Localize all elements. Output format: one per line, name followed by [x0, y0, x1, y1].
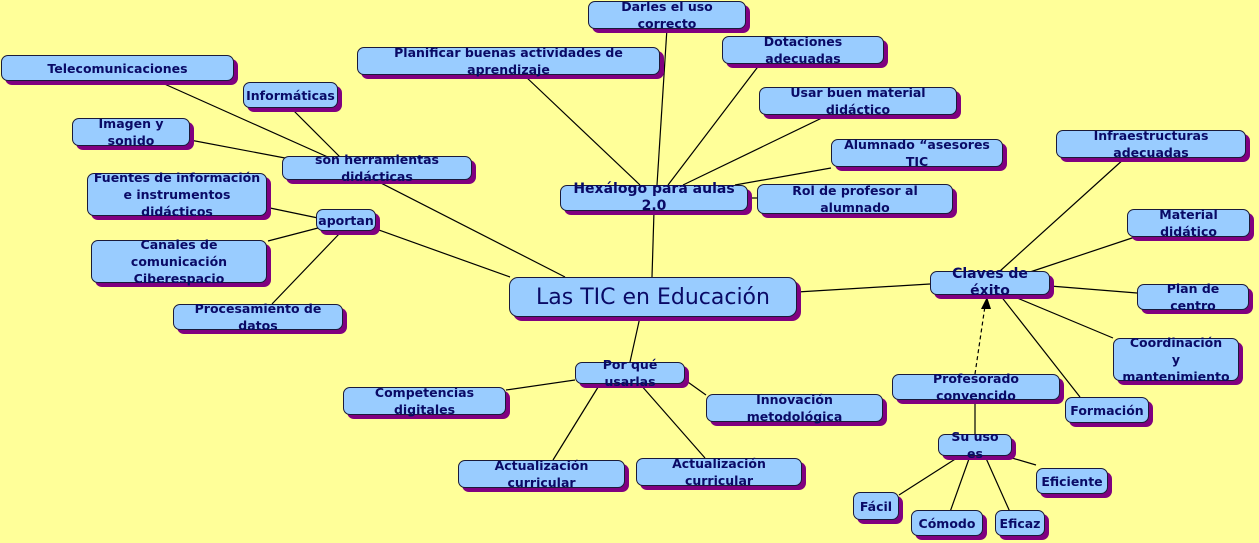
- connector: [289, 106, 341, 158]
- node-plan-centro[interactable]: Plan de centro: [1137, 281, 1249, 313]
- node-formacion[interactable]: Formación: [1065, 397, 1149, 423]
- node-comodo[interactable]: Cómodo: [911, 510, 983, 536]
- node-innovacion[interactable]: Innovación metodológica: [706, 392, 883, 424]
- connector: [734, 167, 832, 186]
- node-claves[interactable]: Claves de éxito: [930, 266, 1050, 299]
- node-telecomunicaciones[interactable]: Telecomunicaciones: [1, 55, 234, 81]
- node-coordinacion[interactable]: Coordinación y mantenimiento: [1113, 335, 1239, 384]
- node-planificar[interactable]: Planificar buenas actividades de aprendi…: [357, 45, 660, 77]
- connector: [898, 455, 961, 496]
- node-informaticas[interactable]: Informáticas: [243, 82, 338, 108]
- node-infraestructuras[interactable]: Infraestructuras adecuadas: [1056, 128, 1246, 160]
- connector: [1011, 457, 1037, 466]
- connector: [189, 139, 286, 159]
- node-aportan[interactable]: aportan: [316, 209, 376, 231]
- node-su-uso[interactable]: Su uso es: [938, 429, 1012, 461]
- connector: [1009, 294, 1114, 339]
- connector: [949, 455, 971, 513]
- connector: [505, 379, 576, 391]
- node-por-que[interactable]: Por qué usarlas: [575, 357, 685, 389]
- connector: [796, 283, 931, 293]
- connector: [639, 383, 706, 459]
- connector: [375, 228, 511, 278]
- node-darles-uso[interactable]: Darles el uso correcto: [588, 0, 746, 31]
- connector: [1049, 285, 1138, 294]
- connector: [374, 179, 566, 278]
- node-alumnado[interactable]: Alumnado “asesores TIC: [831, 137, 1003, 169]
- connector: [999, 294, 1081, 398]
- node-canales[interactable]: Canales de comunicación Ciberespacio: [91, 237, 267, 286]
- node-fuentes[interactable]: Fuentes de información e instrumentos di…: [87, 170, 267, 219]
- node-usar-material[interactable]: Usar buen material didáctico: [759, 85, 957, 117]
- node-procesamiento[interactable]: Procesamiento de datos: [173, 301, 343, 333]
- connector: [1029, 236, 1136, 273]
- node-dotaciones[interactable]: Dotaciones adecuadas: [722, 34, 884, 66]
- connector: [682, 115, 827, 186]
- connector: [656, 27, 668, 186]
- connector: [629, 316, 641, 363]
- connector: [999, 157, 1126, 272]
- central-node[interactable]: Las TIC en Educación: [509, 277, 797, 317]
- node-imagen-sonido[interactable]: Imagen y sonido: [72, 116, 190, 148]
- dashed-arrow-connector: [974, 305, 986, 375]
- connector: [159, 81, 331, 159]
- connector: [552, 383, 601, 461]
- connector: [984, 455, 1011, 513]
- connector: [267, 227, 319, 242]
- connector: [524, 75, 641, 186]
- arrowhead: [981, 297, 991, 309]
- node-hexalogo[interactable]: Hexálogo para aulas 2.0: [560, 181, 748, 214]
- node-competencias[interactable]: Competencias digitales: [343, 385, 506, 417]
- node-actualizacion-1[interactable]: Actualización curricular: [458, 458, 625, 490]
- node-rol-profesor[interactable]: Rol de profesor al alumnado: [757, 183, 953, 215]
- node-eficiente[interactable]: Eficiente: [1036, 468, 1108, 494]
- connector: [684, 379, 707, 396]
- connector: [271, 232, 341, 305]
- node-herramientas[interactable]: son herramientas didácticas: [282, 152, 472, 184]
- node-eficaz[interactable]: Eficaz: [995, 510, 1045, 536]
- connector: [651, 210, 655, 278]
- connector: [269, 207, 319, 219]
- node-profesorado[interactable]: Profesorado convencido: [892, 371, 1060, 403]
- node-facil[interactable]: Fácil: [853, 492, 899, 520]
- node-actualizacion-2[interactable]: Actualización curricular: [636, 456, 802, 488]
- connector: [667, 63, 761, 186]
- node-material[interactable]: Material didático: [1127, 207, 1250, 239]
